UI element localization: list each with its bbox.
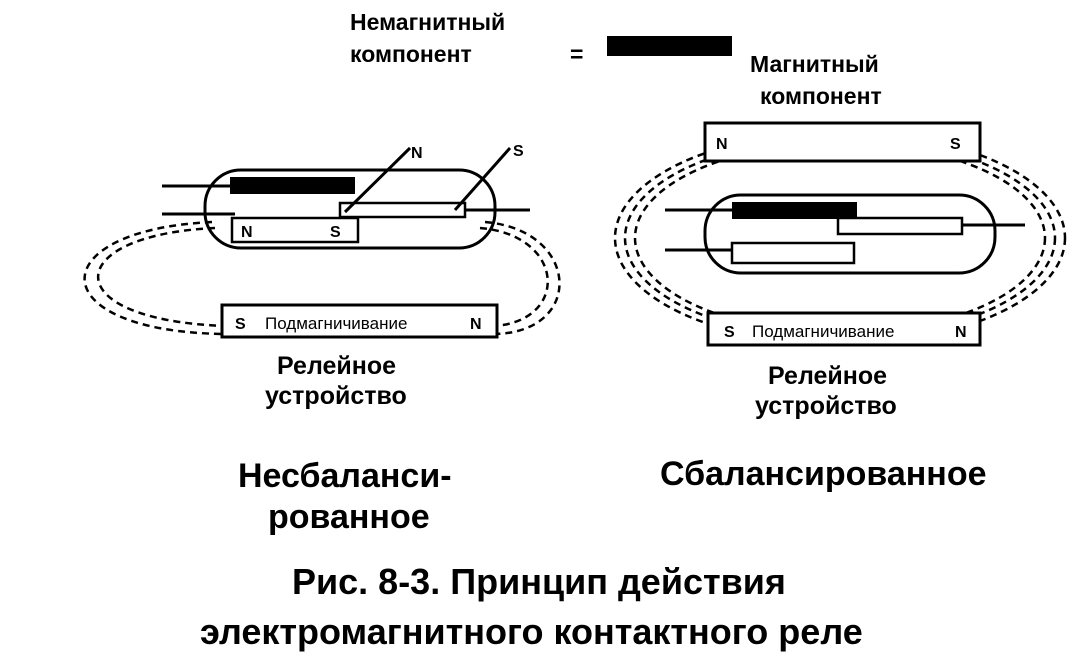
figure-caption: Рис. 8-3. Принцип действия электромагнит… bbox=[200, 561, 863, 652]
caption-line2: электромагнитного контактного реле bbox=[200, 611, 863, 652]
left-type-line2: рованное bbox=[268, 498, 430, 536]
legend-magnetic-line1: Магнитный bbox=[750, 51, 879, 77]
right-flux-loop-1 bbox=[633, 141, 1047, 335]
right-bias-label: Подмагничивание bbox=[752, 322, 894, 341]
left-pointer-n bbox=[343, 146, 412, 214]
right-bias-magnet bbox=[706, 311, 982, 347]
right-bias-n-label: N bbox=[955, 324, 967, 341]
left-glass-capsule bbox=[203, 168, 497, 250]
left-pointer-n-label: N bbox=[411, 145, 423, 162]
left-flux-loop-1 bbox=[97, 226, 226, 328]
left-magnet-ns bbox=[230, 216, 360, 244]
legend-equals-sign: = bbox=[570, 41, 583, 67]
right-top-n-label: N bbox=[716, 136, 728, 153]
left-relay bbox=[83, 146, 561, 339]
right-upper-reed-nonmagnetic bbox=[732, 202, 857, 219]
caption-line1: Рис. 8-3. Принцип действия bbox=[292, 561, 786, 602]
right-device-line2: устройство bbox=[755, 392, 897, 420]
left-flux-loop-2 bbox=[83, 220, 226, 336]
left-labels: N S N S S Подмагничивание N Релейное уст… bbox=[235, 143, 524, 536]
left-bias-label: Подмагничивание bbox=[265, 314, 407, 333]
left-bias-s-label: S bbox=[235, 316, 246, 333]
left-flux-loop-4 bbox=[484, 220, 561, 336]
left-pointer-s-label: S bbox=[513, 143, 524, 160]
right-relay bbox=[613, 121, 1067, 347]
nonmagnetic-swatch bbox=[607, 36, 732, 56]
right-labels: N S S Подмагничивание N Релейное устройс… bbox=[660, 136, 987, 493]
legend-magnetic-line2: компонент bbox=[760, 83, 882, 109]
right-device-line1: Релейное bbox=[768, 362, 887, 390]
left-bias-n-label: N bbox=[470, 316, 482, 333]
left-magnet-s-label: S bbox=[330, 224, 341, 241]
left-lower-reed bbox=[338, 201, 467, 219]
left-device-line1: Релейное bbox=[277, 352, 396, 380]
left-type-line1: Несбаланси- bbox=[238, 457, 452, 495]
right-flux-loop-2 bbox=[623, 136, 1057, 340]
right-bias-s-label: S bbox=[724, 324, 735, 341]
right-top-magnet bbox=[703, 121, 982, 163]
legend-nonmagnetic-line1: Немагнитный bbox=[350, 9, 505, 35]
right-lower-reed bbox=[836, 216, 964, 236]
left-magnet-n-label: N bbox=[241, 224, 253, 241]
left-upper-reed-nonmagnetic bbox=[230, 177, 355, 194]
legend: Немагнитный компонент = Магнитный компон… bbox=[350, 9, 882, 109]
right-top-s-label: S bbox=[950, 136, 961, 153]
right-glass-capsule bbox=[703, 193, 997, 275]
left-flux-loop-3 bbox=[479, 226, 549, 328]
right-type-line1: Сбалансированное bbox=[660, 455, 987, 493]
left-bias-magnet bbox=[220, 303, 499, 339]
right-magnetic-reed bbox=[730, 241, 856, 265]
left-pointer-s bbox=[453, 147, 512, 211]
legend-nonmagnetic-line2: компонент bbox=[350, 41, 472, 67]
left-device-line2: устройство bbox=[265, 382, 407, 410]
